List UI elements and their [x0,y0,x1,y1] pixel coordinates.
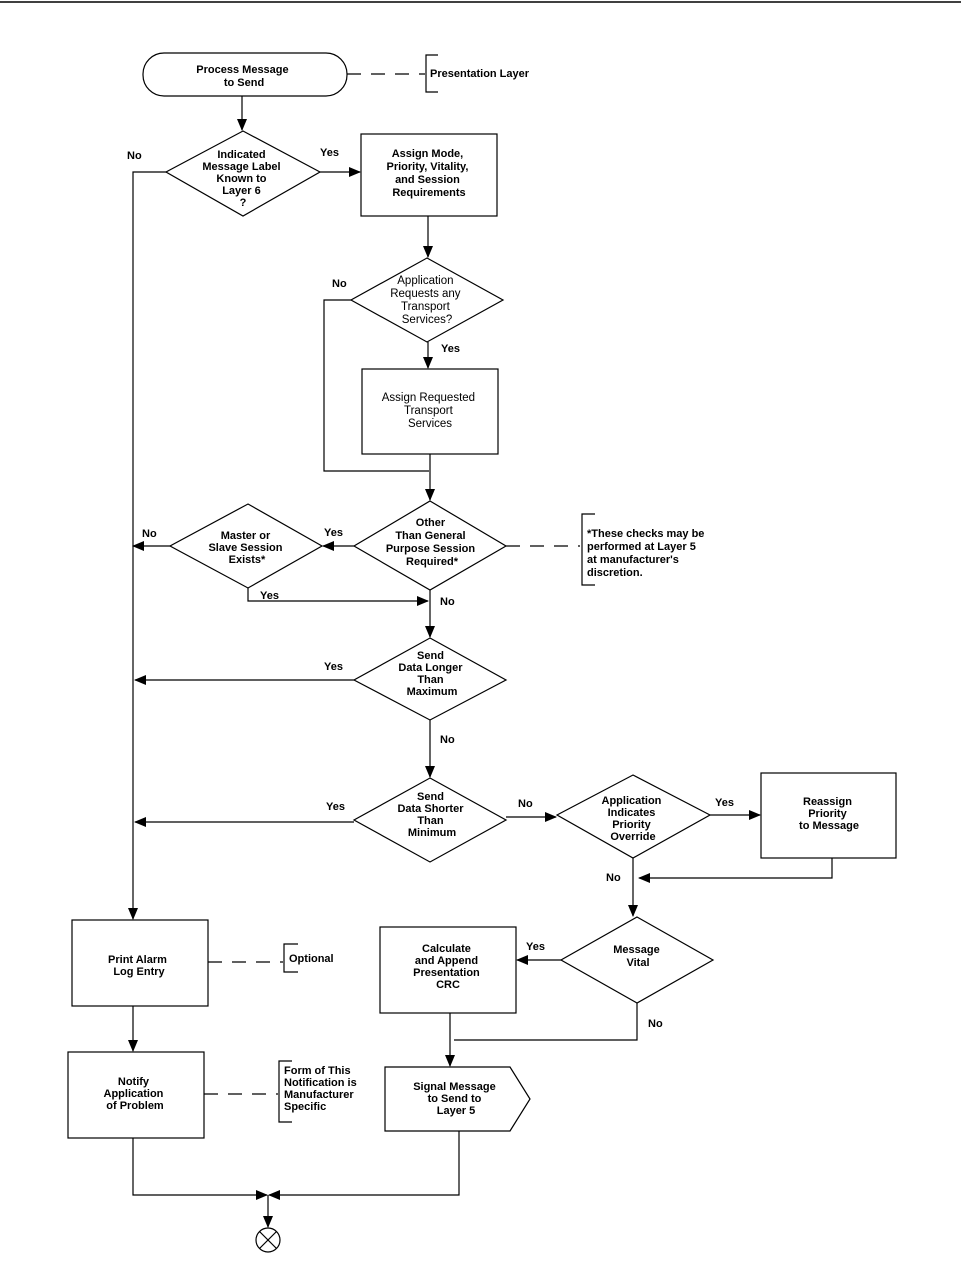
label-vital-yes: Yes [526,941,545,953]
label-vital-no: No [648,1018,663,1030]
label-override-yes: Yes [715,797,734,809]
start-text: Process Message to Send [196,64,291,89]
label-transport-yes: Yes [441,343,460,355]
label-longer-no: No [440,734,455,746]
checks-note: *These checks may be performed at Layer … [587,528,707,579]
end-connector [255,1227,281,1253]
label-override-no: No [606,872,621,884]
notification-note: Form of This Notification is Manufacture… [284,1065,360,1113]
crc-text: Calculate and Append Presentation CRC [413,943,483,991]
label-shorter-no: No [518,798,533,810]
label-master-no: No [142,528,157,540]
app-transport-decision [349,257,505,343]
notify-text: Notify Application of Problem [104,1076,167,1112]
shorter-text: Send Data Shorter Than Minimum [397,791,466,839]
assign-mode-text: Assign Mode, Priority, Vitality, and Ses… [387,148,472,199]
notify-box [67,1051,205,1139]
reassign-box [760,772,897,859]
assign-transport-text: Assign Requested Transport Services [382,392,479,430]
priority-override-text: Application Indicates Priority Override [602,795,665,843]
label-other-no: No [440,596,455,608]
signal-box [384,1066,531,1132]
shorter-decision [352,777,508,863]
presentation-layer-note: Presentation Layer [430,68,530,80]
alarm-box [71,919,209,1007]
known-text: Indicated Message Label Known to Layer 6… [202,149,283,209]
label-known-no: No [127,150,142,162]
optional-note: Optional [289,953,334,965]
known-decision [164,130,322,217]
label-longer-yes: Yes [324,661,343,673]
crc-box [379,926,517,1014]
alarm-text: Print Alarm Log Entry [108,954,170,978]
master-slave-text: Master or Slave Session Exists* [208,530,285,566]
label-shorter-yes: Yes [326,801,345,813]
label-other-yes: Yes [324,527,343,539]
other-session-text: Other Than General Purpose Session Requi… [386,517,478,568]
signal-text: Signal Message to Send to Layer 5 [413,1081,499,1117]
app-transport-text: Application Requests any Transport Servi… [390,275,464,326]
longer-text: Send Data Longer Than Maximum [398,650,465,698]
assign-mode-box [360,133,498,217]
label-transport-no: No [332,278,347,290]
vital-text: Message Vital [613,944,663,969]
reassign-text: Reassign Priority to Message [799,796,859,832]
label-known-yes: Yes [320,147,339,159]
label-master-yes: Yes [260,590,279,602]
